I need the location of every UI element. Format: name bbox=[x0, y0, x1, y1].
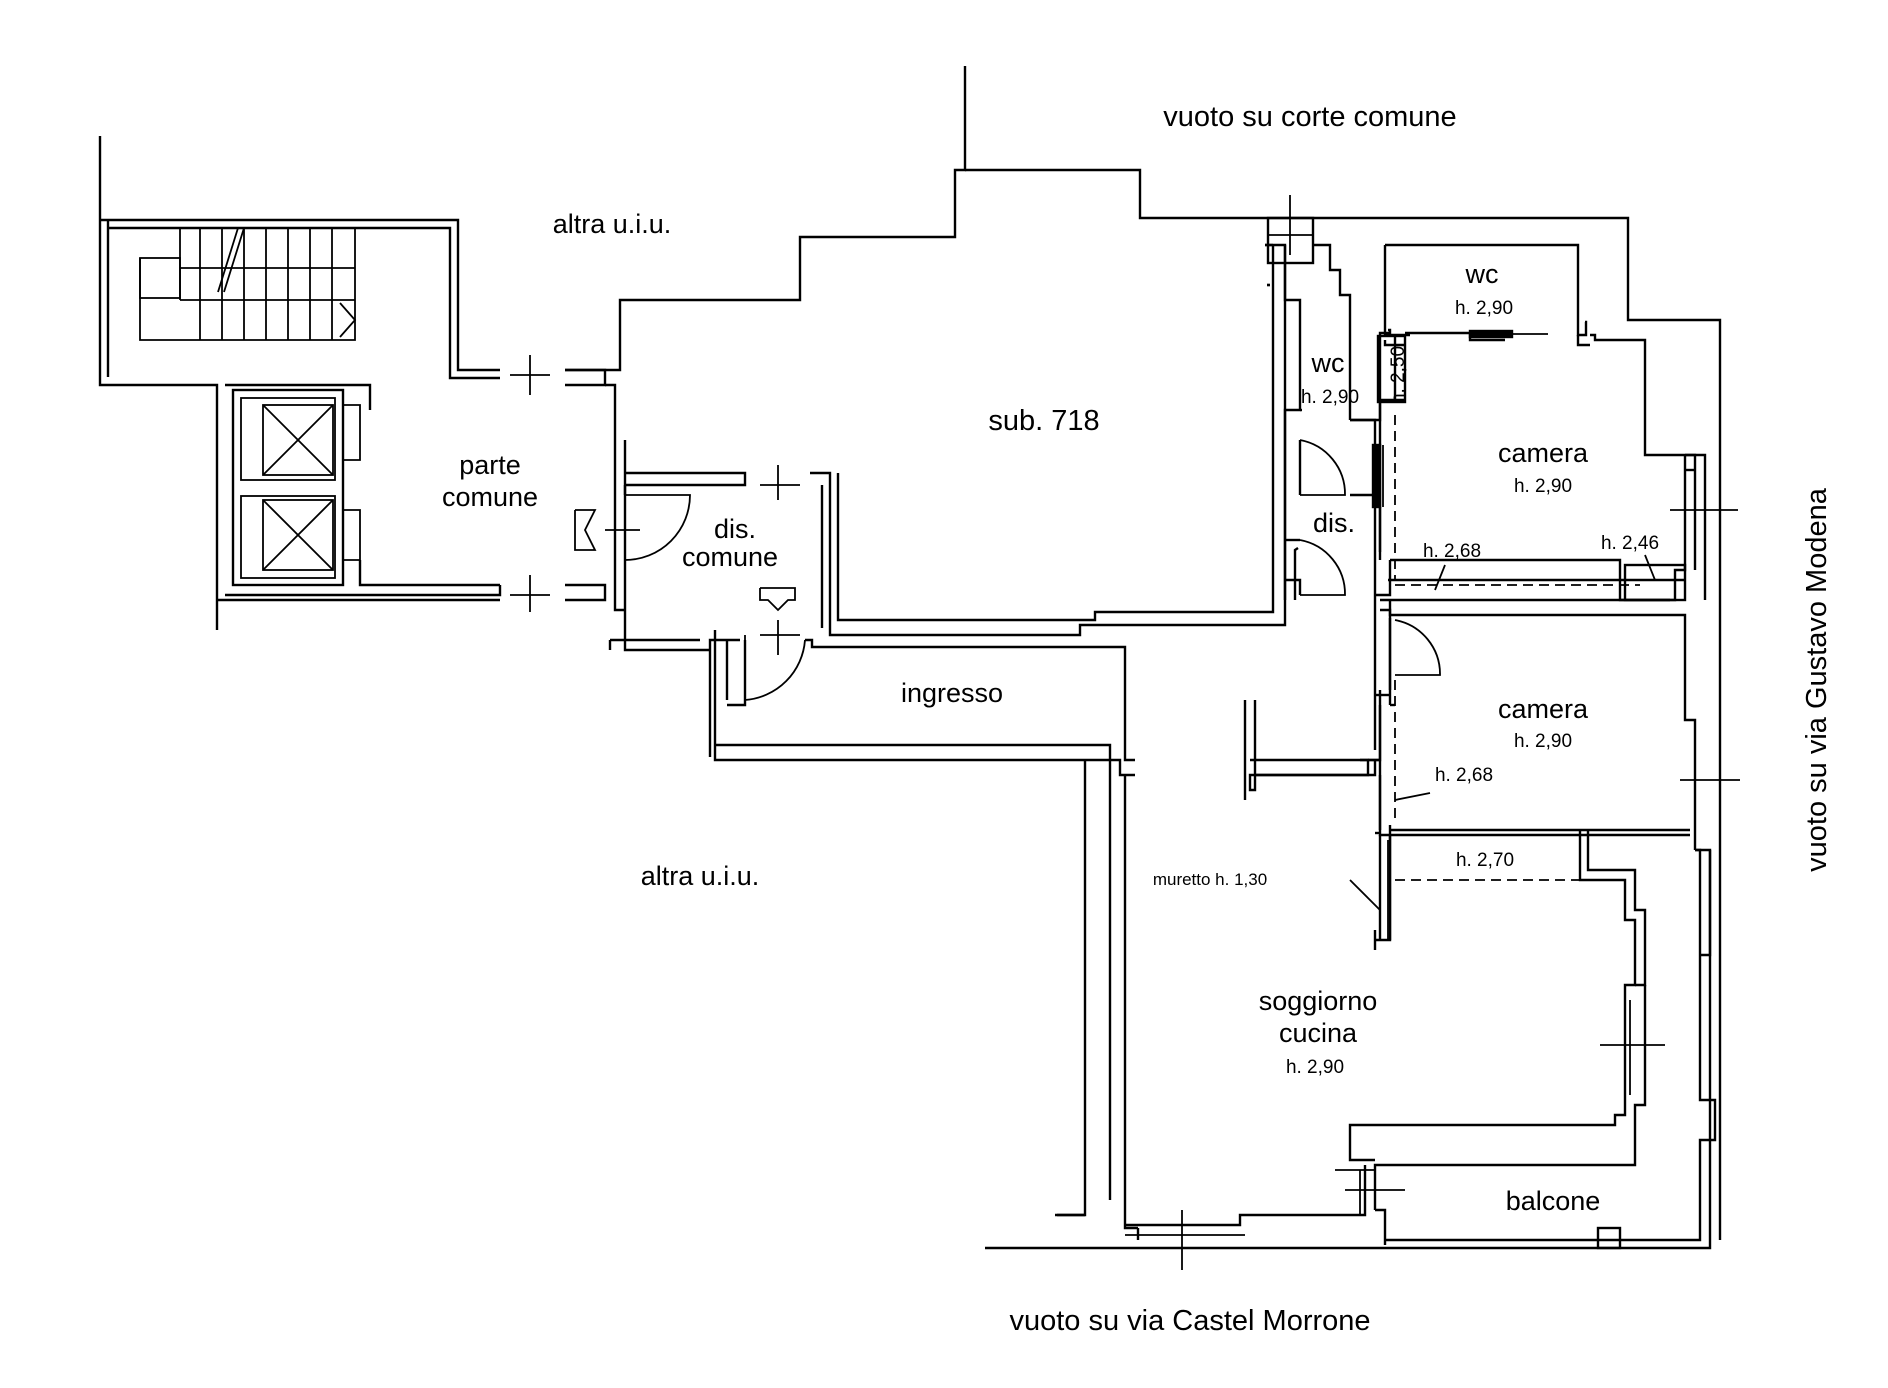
label-parte-comune-1: parte bbox=[459, 450, 521, 480]
label-right-street: vuoto su via Gustavo Modena bbox=[1801, 487, 1833, 872]
ingresso-walls bbox=[708, 650, 1138, 1230]
label-dis: dis. bbox=[1313, 508, 1355, 538]
label-balcone: balcone bbox=[1506, 1186, 1601, 1216]
label-soggiorno-height: h. 2,90 bbox=[1286, 1057, 1344, 1078]
height-leaders bbox=[1349, 554, 1656, 940]
soggiorno-walls bbox=[985, 830, 1717, 1270]
label-wc-small-height: h. 2,90 bbox=[1301, 387, 1359, 408]
label-soggiorno-2: cucina bbox=[1279, 1018, 1358, 1048]
label-h250: h. 2,50 bbox=[1388, 346, 1409, 404]
label-dis-comune-1: dis. bbox=[714, 514, 756, 544]
labels: vuoto su corte comune vuoto su via Caste… bbox=[442, 101, 1833, 1337]
elevator-shafts bbox=[231, 388, 361, 587]
label-parte-comune-2: comune bbox=[442, 482, 538, 512]
label-h268-top: h. 2,68 bbox=[1423, 541, 1481, 562]
label-camera-top: camera bbox=[1498, 438, 1589, 468]
staircase bbox=[98, 136, 500, 630]
label-camera-top-height: h. 2,90 bbox=[1514, 476, 1572, 497]
sub-718-walls bbox=[605, 243, 1287, 637]
label-dis-comune-2: comune bbox=[682, 542, 778, 572]
label-wc-small: wc bbox=[1311, 348, 1345, 378]
label-h270: h. 2,70 bbox=[1456, 850, 1514, 871]
label-neighbor-bottom: altra u.i.u. bbox=[641, 861, 760, 891]
label-soggiorno-1: soggiorno bbox=[1259, 986, 1378, 1016]
label-camera-mid-height: h. 2,90 bbox=[1514, 731, 1572, 752]
label-h246: h. 2,46 bbox=[1601, 533, 1659, 554]
camera-top-walls bbox=[1394, 415, 1738, 602]
parte-comune-walls bbox=[217, 355, 607, 612]
camera-mid-walls bbox=[1243, 608, 1740, 957]
label-neighbor-top: altra u.i.u. bbox=[553, 209, 672, 239]
label-wc-top: wc bbox=[1465, 259, 1499, 289]
label-camera-mid: camera bbox=[1498, 694, 1589, 724]
dis-comune-walls bbox=[608, 440, 1135, 777]
wc-top-walls bbox=[1405, 329, 1548, 342]
label-sub-718: sub. 718 bbox=[988, 405, 1099, 437]
label-muretto: muretto h. 1,30 bbox=[1153, 870, 1267, 889]
neighbor-boundary-top bbox=[565, 66, 1722, 1240]
label-top-courtyard: vuoto su corte comune bbox=[1163, 101, 1456, 133]
wc-small-walls bbox=[1265, 243, 1384, 596]
label-h268-mid: h. 2,68 bbox=[1435, 765, 1493, 786]
doors-common bbox=[574, 465, 806, 701]
label-wc-top-height: h. 2,90 bbox=[1455, 298, 1513, 319]
label-bottom-street: vuoto su via Castel Morrone bbox=[1009, 1305, 1370, 1337]
label-ingresso: ingresso bbox=[901, 678, 1003, 708]
